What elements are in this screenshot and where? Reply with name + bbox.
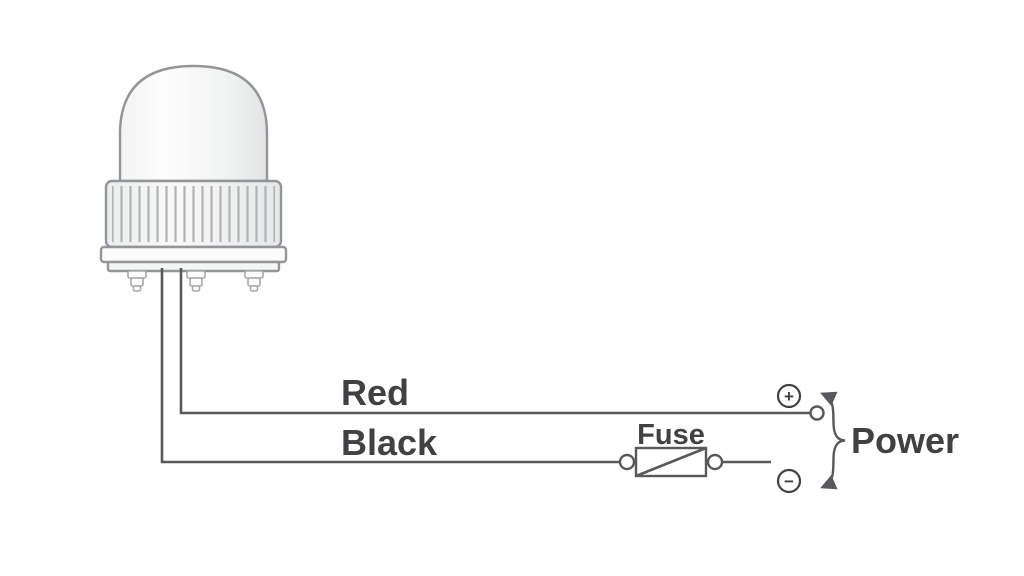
positive-circle: [776, 383, 802, 409]
beacon-terminal-3: [244, 270, 264, 292]
fuse-right-terminal: [706, 453, 724, 471]
beacon-collar-ribs: [112, 186, 275, 242]
negative-sign: −: [784, 472, 794, 491]
fuse-left-terminal: [618, 453, 636, 471]
negative-symbol: −: [776, 468, 802, 494]
negative-circle: [776, 468, 802, 494]
red-wire-label: Red: [341, 372, 409, 413]
beacon-base-plate: [99, 245, 288, 264]
black-wire: [160, 268, 620, 464]
black-wire-label: Black: [341, 422, 438, 463]
fuse-label: Fuse: [637, 419, 705, 451]
power-brace: [820, 391, 846, 490]
red-wire-terminal: [809, 405, 825, 421]
red-wire: [179, 268, 810, 415]
positive-symbol: +: [776, 383, 802, 409]
beacon-dome: [118, 64, 269, 183]
positive-sign: +: [784, 387, 794, 406]
beacon-terminal-1: [127, 270, 147, 292]
beacon-light: [99, 64, 288, 292]
power-label: Power: [851, 420, 959, 461]
beacon-base-strip: [106, 260, 281, 273]
beacon-terminal-2: [186, 270, 206, 292]
fuse-symbol: [618, 446, 724, 478]
fuse-diagonal: [635, 446, 707, 478]
